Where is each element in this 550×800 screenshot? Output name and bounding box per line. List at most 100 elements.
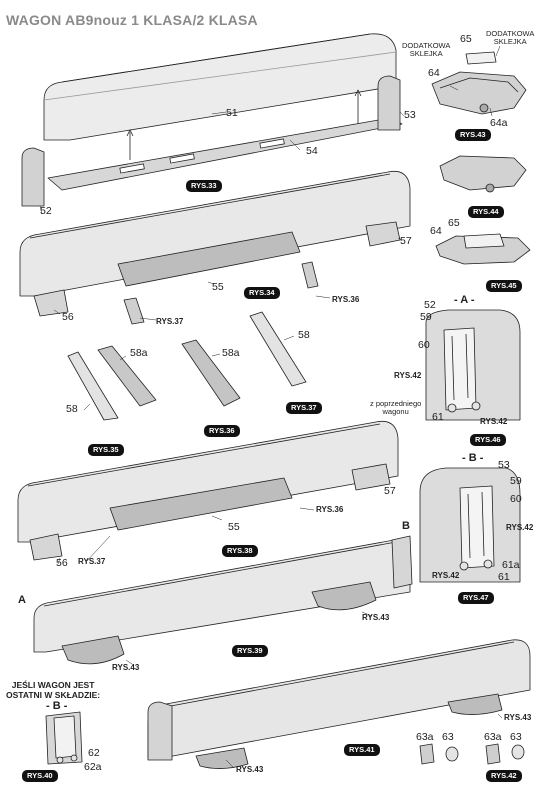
rys38-assembly xyxy=(17,420,399,561)
part-label-rys44-ref: RYS.43 xyxy=(112,663,140,672)
part-label-rys44-ref-2: RYS.43 xyxy=(362,613,390,622)
view-label-b-small: - B - xyxy=(46,700,68,712)
part-64a-wheel xyxy=(479,103,489,113)
part-58a-plate xyxy=(181,339,241,407)
part-56-corner xyxy=(29,533,63,561)
figure-badge-rys43: RYS.43 xyxy=(455,129,491,141)
part-label-58a: 58a xyxy=(130,347,148,359)
part-63-buffer xyxy=(445,746,459,762)
car-body-edge xyxy=(29,173,391,239)
part-65-plate xyxy=(463,233,505,249)
part-label-56-second: 56 xyxy=(56,557,68,569)
rys47-end-frame xyxy=(419,467,521,583)
part-label-rys44-ref-4: RYS.43 xyxy=(236,765,264,774)
leader-lines xyxy=(39,45,503,769)
view-label-b: - B - xyxy=(462,452,484,464)
rys34-assembly xyxy=(19,170,411,325)
buffer xyxy=(471,401,481,411)
figure-badge-rys33: RYS.33 xyxy=(186,180,222,192)
view-marker-b: B xyxy=(402,520,410,532)
rys42-buffers xyxy=(419,743,525,765)
part-59-door-frame xyxy=(443,327,477,411)
figure-badge-rys44: RYS.44 xyxy=(468,206,504,218)
part-label-58a-second: 58a xyxy=(222,347,240,359)
floor-slot xyxy=(119,163,145,174)
figure-badge-rys40: RYS.40 xyxy=(22,770,58,782)
part-54-floor xyxy=(47,117,403,191)
figure-badge-rys46: RYS.46 xyxy=(470,434,506,446)
figure-badge-rys35: RYS.35 xyxy=(88,444,124,456)
part-label-rys36-ref-2: RYS.36 xyxy=(316,505,344,514)
part-label-53: 53 xyxy=(404,109,416,121)
figure-badge-rys39: RYS.39 xyxy=(232,645,268,657)
part-58-plate-small xyxy=(123,297,145,325)
part-58-plate xyxy=(67,351,119,421)
part-label-rys42-ref-3: RYS.42 xyxy=(506,523,534,532)
figure-badge-rys45: RYS.45 xyxy=(486,280,522,292)
part-label-63a-second: 63a xyxy=(484,731,502,743)
part-label-64a: 64a xyxy=(490,117,508,129)
part-label-65-second: 65 xyxy=(448,217,460,229)
figure-badge-rys47: RYS.47 xyxy=(458,592,494,604)
part-57-corner xyxy=(351,463,391,491)
part-64-bogie-top xyxy=(439,77,519,93)
part-label-rys42-ref-2: RYS.42 xyxy=(480,417,508,426)
buffer xyxy=(447,403,457,413)
view-marker-a: A xyxy=(18,594,26,606)
view-label-a: - A - xyxy=(454,294,475,306)
part-label-62: 62 xyxy=(88,747,100,759)
rys41-assembly xyxy=(147,639,531,769)
part-65-plate xyxy=(465,51,497,65)
part-60-bars xyxy=(467,491,485,559)
part-label-rys36-ref: RYS.36 xyxy=(332,295,360,304)
part-label-65: 65 xyxy=(460,33,472,45)
part-64-bogie xyxy=(439,155,527,191)
part-label-rys37-ref-2: RYS.37 xyxy=(78,557,106,566)
part-44-bogie xyxy=(447,693,503,715)
part-label-51: 51 xyxy=(226,107,238,119)
car-body xyxy=(17,420,399,543)
page-title: WAGON AB9nouz 1 KLASA/2 KLASA xyxy=(6,12,258,28)
part-label-57-second: 57 xyxy=(384,485,396,497)
part-label-52-end: 52 xyxy=(424,299,436,311)
part-label-rys37-ref: RYS.37 xyxy=(156,317,184,326)
bogie-wheel xyxy=(485,183,495,193)
figure-badge-rys36: RYS.36 xyxy=(204,425,240,437)
part-62a-buffer xyxy=(70,754,78,762)
part-label-54: 54 xyxy=(306,145,318,157)
end-frame xyxy=(391,535,413,589)
part-label-61-end: 61 xyxy=(498,571,510,583)
bogie-assembly xyxy=(431,51,531,265)
end-door xyxy=(53,715,77,759)
part-label-60-end: 60 xyxy=(510,493,522,505)
part-label-rys44-ref-3: RYS.43 xyxy=(504,713,532,722)
part-label-61a: 61a xyxy=(502,559,520,571)
part-56-corner xyxy=(33,289,69,317)
figure-badge-rys34: RYS.34 xyxy=(244,287,280,299)
part-label-53-end: 53 xyxy=(498,459,510,471)
car-body-edge xyxy=(43,541,397,607)
figure-badge-rys42: RYS.42 xyxy=(486,770,522,782)
part-63a-plate xyxy=(485,743,501,765)
part-62-buffer xyxy=(56,756,64,764)
part-58-plate-small xyxy=(301,261,319,289)
figure-badge-rys38: RYS.38 xyxy=(222,545,258,557)
part-58-plate xyxy=(249,311,307,387)
car-roof-edge xyxy=(159,641,515,709)
part-51-roof-face xyxy=(43,51,397,101)
part-label-rys42-ref: RYS.42 xyxy=(394,371,422,380)
assembly-arrow xyxy=(354,89,362,124)
car-end xyxy=(147,701,173,761)
part-label-52: 52 xyxy=(40,205,52,217)
rys46-end-frame xyxy=(425,309,521,421)
part-label-63-second: 63 xyxy=(510,731,522,743)
part-44-bogie xyxy=(195,747,249,769)
part-label-61: 61 xyxy=(432,411,444,423)
part-63-buffer xyxy=(511,744,525,760)
